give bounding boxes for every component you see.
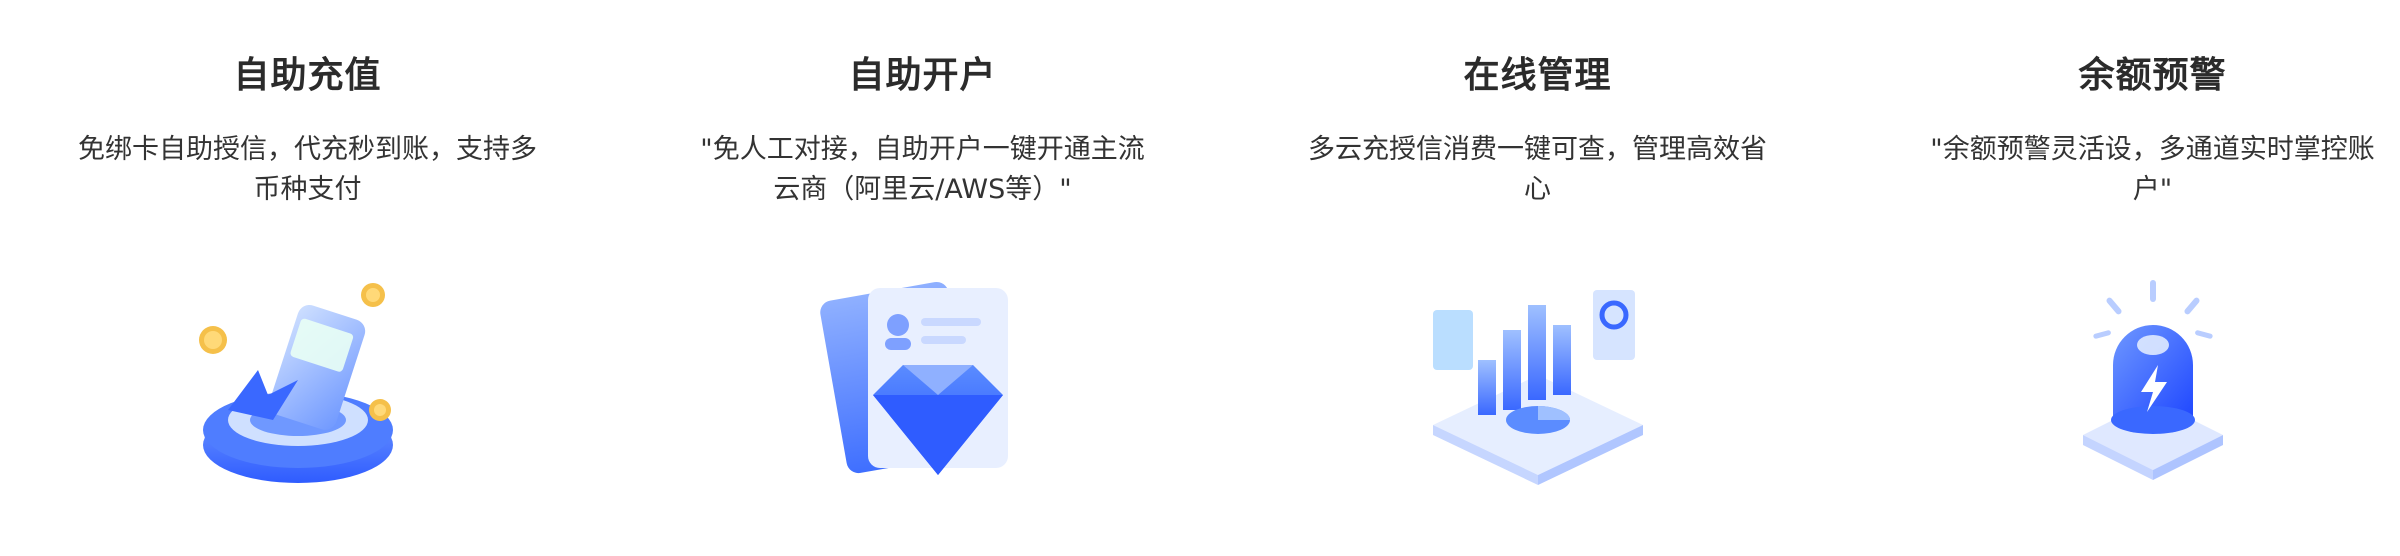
- wallet-phone-coins-icon: [188, 270, 428, 500]
- feature-title: 自助充值: [233, 55, 382, 96]
- feature-title: 自助开户: [848, 55, 997, 96]
- feature-description: "余额预警灵活设，多通道实时掌控账户": [1930, 134, 2375, 205]
- alarm-siren-icon: [2033, 270, 2273, 500]
- feature-card-self-open-account: 自助开户 "免人工对接，自助开户一键开通主流云商（阿里云/AWS等）": [615, 0, 1230, 556]
- feature-card-balance-alert: 余额预警 "余额预警灵活设，多通道实时掌控账户": [1845, 0, 2400, 556]
- feature-title: 余额预警: [2078, 55, 2227, 96]
- feature-card-online-management: 在线管理 多云充授信消费一键可查，管理高效省心: [1230, 0, 1845, 556]
- feature-description: "免人工对接，自助开户一键开通主流云商（阿里云/AWS等）": [700, 134, 1145, 205]
- dashboard-charts-icon: [1418, 270, 1658, 500]
- id-card-diamond-icon: [803, 270, 1043, 500]
- feature-description: 多云充授信消费一键可查，管理高效省心: [1308, 134, 1767, 205]
- feature-title: 在线管理: [1463, 55, 1612, 96]
- feature-card-self-recharge: 自助充值 免绑卡自助授信，代充秒到账，支持多币种支付: [0, 0, 615, 556]
- feature-description: 免绑卡自助授信，代充秒到账，支持多币种支付: [78, 134, 537, 205]
